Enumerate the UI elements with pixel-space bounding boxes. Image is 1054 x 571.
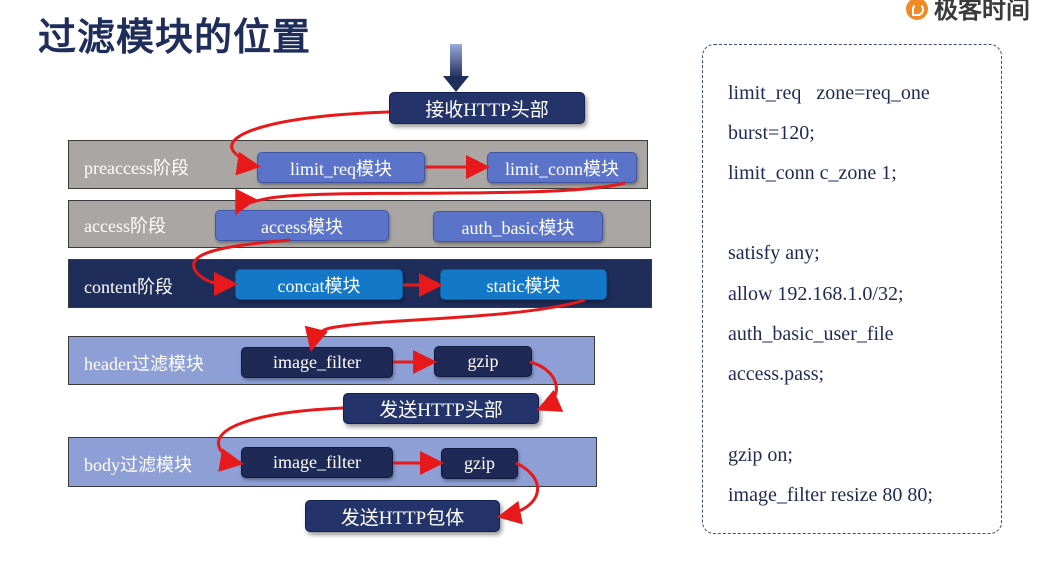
header-filter-image-filter: image_filter xyxy=(241,347,393,378)
entry-arrow xyxy=(443,44,469,92)
config-line: burst=120; xyxy=(728,122,815,144)
arrow-access-to-concat xyxy=(192,238,291,296)
config-line: gzip on; xyxy=(728,444,793,466)
stage-label-body-filter: body过滤模块 xyxy=(84,455,192,475)
module-auth-basic: auth_basic模块 xyxy=(433,211,603,242)
arrow-limit-conn-to-access xyxy=(235,181,626,216)
arrow-gzip-to-send-header xyxy=(529,360,564,412)
geektime-logo-icon xyxy=(906,0,928,20)
config-line: auth_basic_user_file xyxy=(728,323,894,345)
stage-label-header-filter: header过滤模块 xyxy=(84,354,204,374)
arrow-recv-to-limit-req xyxy=(230,110,390,176)
recv-header-box: 接收HTTP头部 xyxy=(389,92,585,124)
body-filter-gzip: gzip xyxy=(441,448,518,479)
arrow-gzip-to-send-body xyxy=(497,461,540,525)
stage-label-preaccess: preaccess阶段 xyxy=(84,158,189,178)
page-title: 过滤模块的位置 xyxy=(38,15,312,59)
module-static: static模块 xyxy=(440,269,607,300)
config-line: allow 192.168.1.0/32; xyxy=(728,283,904,305)
header-filter-gzip: gzip xyxy=(434,346,532,377)
config-line: satisfy any; xyxy=(728,242,820,264)
module-limit-req: limit_req模块 xyxy=(257,152,425,183)
body-filter-image-filter: image_filter xyxy=(241,447,393,478)
config-line: limit_conn c_zone 1; xyxy=(728,162,897,184)
send-body-box: 发送HTTP包体 xyxy=(305,500,500,532)
module-concat: concat模块 xyxy=(235,269,403,300)
arrow-static-to-image-filter xyxy=(304,298,586,352)
config-panel xyxy=(702,44,1002,534)
stage-label-access: access阶段 xyxy=(84,216,166,236)
logo: 极客时间 xyxy=(906,0,1030,26)
logo-text: 极客时间 xyxy=(934,0,1030,24)
config-line: limit_req zone=req_one xyxy=(728,82,930,104)
stage-label-content: content阶段 xyxy=(84,277,173,297)
config-line: access.pass; xyxy=(728,363,825,385)
config-line: image_filter resize 80 80; xyxy=(728,484,933,506)
module-limit-conn: limit_conn模块 xyxy=(487,152,637,183)
arrow-send-header-to-image-filter xyxy=(216,406,344,472)
